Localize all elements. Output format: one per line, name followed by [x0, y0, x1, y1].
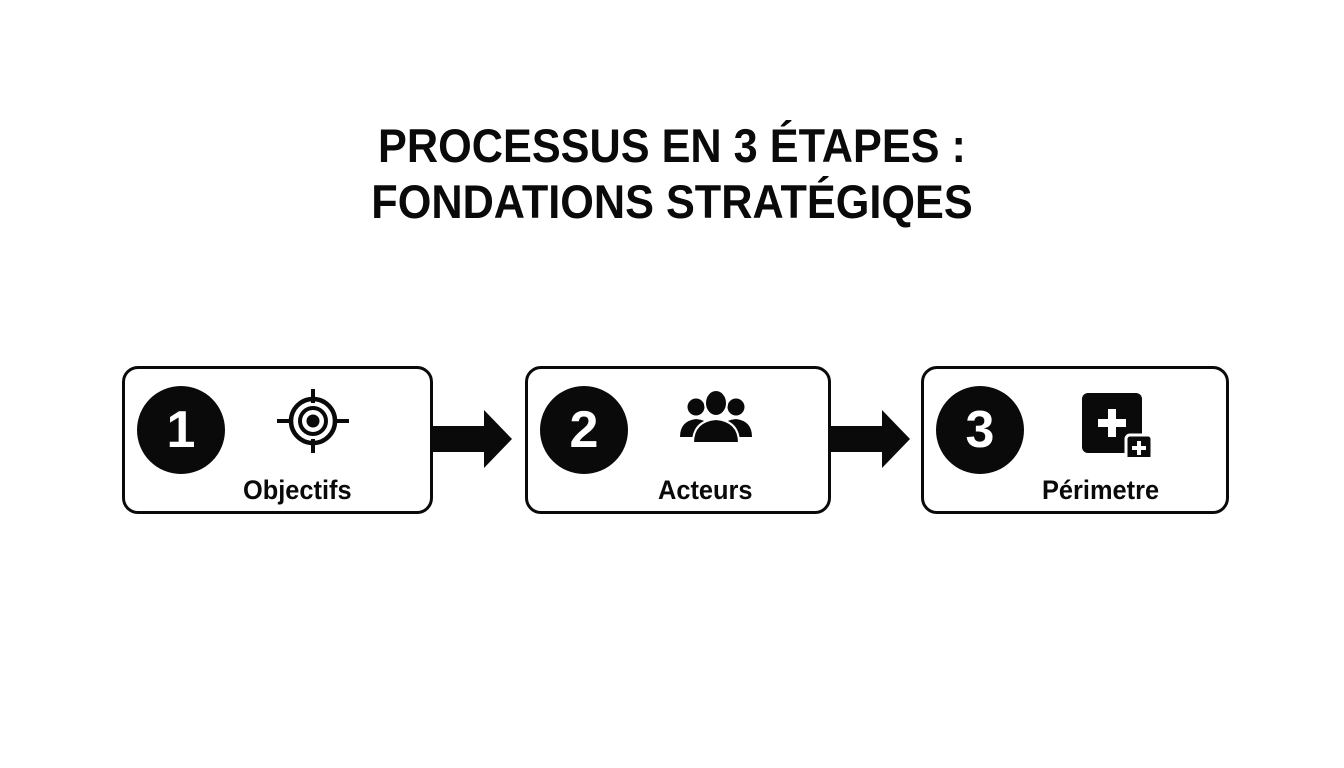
- target-icon: [277, 389, 349, 453]
- add-square-icon: [1082, 393, 1154, 457]
- people-group-icon: [680, 389, 752, 444]
- step-3-box: 3 Périmetre: [921, 366, 1229, 514]
- diagram-title: PROCESSUS EN 3 ÉTAPES : FONDATIONS STRAT…: [54, 118, 1290, 230]
- step-1-box: 1 Objectifs: [122, 366, 433, 514]
- arrow-right-icon: [432, 410, 512, 468]
- step-2-number-badge: 2: [540, 386, 628, 474]
- step-2-label: Acteurs: [658, 475, 753, 505]
- step-2-box: 2 Acteurs: [525, 366, 831, 514]
- step-3-number-badge: 3: [936, 386, 1024, 474]
- arrow-right-icon: [830, 410, 910, 468]
- title-line-1: PROCESSUS EN 3 ÉTAPES :: [378, 119, 966, 172]
- step-1-label: Objectifs: [243, 475, 352, 505]
- step-1-number-badge: 1: [137, 386, 225, 474]
- step-3-label: Périmetre: [1042, 475, 1160, 505]
- title-line-2: FONDATIONS STRATÉGIQES: [371, 175, 973, 228]
